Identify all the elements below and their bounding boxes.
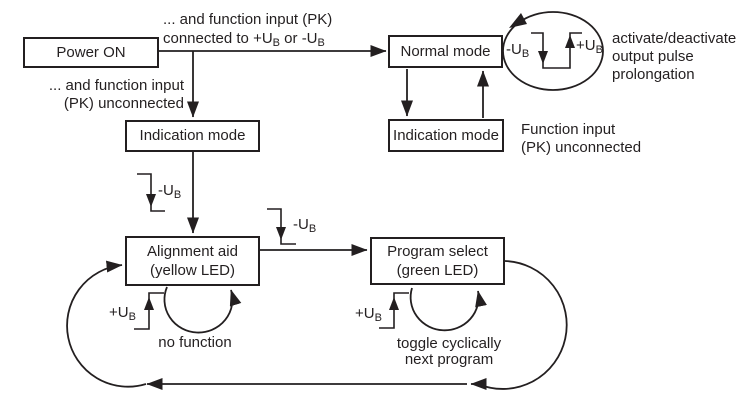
label-toggle-line2: next program	[404, 351, 494, 368]
box-alignment-aid-line1: Alignment aid	[147, 243, 238, 260]
box-alignment-aid-line2: (yellow LED)	[149, 262, 236, 279]
box-power-on: Power ON	[23, 37, 159, 68]
label-plus-ub-alignment: +UB	[109, 304, 136, 323]
arc-program-return-right	[470, 260, 568, 390]
rising-edge-right-icon	[379, 292, 409, 329]
falling-edge-mid-arrow-icon	[276, 227, 286, 240]
label-prolongation-note: activate/deactivate output pulse prolong…	[612, 30, 736, 84]
box-indication-mode-left-label: Indication mode	[139, 127, 246, 144]
box-normal-mode-label: Normal mode	[400, 42, 491, 60]
pulse-falling-arrow-icon	[538, 51, 548, 64]
box-indication-mode-right-label: Indication mode	[393, 126, 499, 144]
box-normal-mode: Normal mode	[388, 35, 503, 68]
label-plus-ub-normal: +UB	[576, 37, 603, 56]
loop-alignment-no-function	[163, 286, 242, 334]
box-power-on-label: Power ON	[56, 43, 126, 61]
label-left-condition-line1: ... and function input	[48, 77, 184, 94]
label-minus-ub-normal: -UB	[506, 41, 530, 60]
label-minus-ub-left: -UB	[158, 182, 182, 201]
falling-edge-left-arrow-icon	[146, 194, 156, 207]
label-toggle-note: toggle cyclically next program	[394, 336, 504, 368]
label-right-condition-line2: (PK) unconnected	[521, 139, 642, 156]
label-prolongation-line3: prolongation	[612, 66, 695, 83]
box-program-select: Program select (green LED)	[370, 237, 505, 285]
box-program-select-line1: Program select	[387, 243, 488, 260]
arc-return-left-to-alignment	[66, 260, 147, 388]
label-left-condition: ... and function input (PK) unconnected	[38, 77, 184, 113]
rising-edge-left-arrow-icon	[144, 297, 154, 310]
label-top-condition: ... and function input (PK) connected to…	[163, 10, 332, 53]
box-alignment-aid: Alignment aid (yellow LED)	[125, 236, 260, 286]
label-left-condition-line2: (PK) unconnected	[63, 95, 184, 112]
label-prolongation-line1: activate/deactivate	[612, 30, 737, 47]
pulse-rising-arrow-icon	[565, 35, 575, 48]
ellipse-prolongation-loop	[502, 11, 604, 91]
falling-edge-left-icon	[137, 173, 165, 212]
rising-edge-left-icon	[134, 292, 164, 330]
label-plus-ub-program: +UB	[355, 305, 382, 324]
pulse-waveform-icon	[531, 32, 582, 69]
label-prolongation-line2: output pulse	[612, 48, 694, 65]
box-indication-mode-left: Indication mode	[125, 120, 260, 152]
falling-edge-mid-icon	[267, 208, 296, 245]
label-right-condition: Function input (PK) unconnected	[521, 121, 641, 157]
label-no-function: no function	[158, 334, 232, 351]
label-top-condition-line2: connected to +UB or -UB	[163, 30, 325, 49]
loop-program-toggle	[409, 287, 487, 332]
box-program-select-line2: (green LED)	[396, 262, 479, 279]
rising-edge-right-arrow-icon	[389, 297, 399, 310]
ellipse-arrowhead-icon	[509, 13, 527, 28]
label-minus-ub-mid: -UB	[293, 216, 317, 235]
label-right-condition-line1: Function input	[521, 121, 616, 138]
box-indication-mode-right: Indication mode	[388, 119, 504, 152]
label-toggle-line1: toggle cyclically	[396, 335, 502, 352]
label-top-condition-line1: ... and function input (PK)	[163, 11, 333, 28]
